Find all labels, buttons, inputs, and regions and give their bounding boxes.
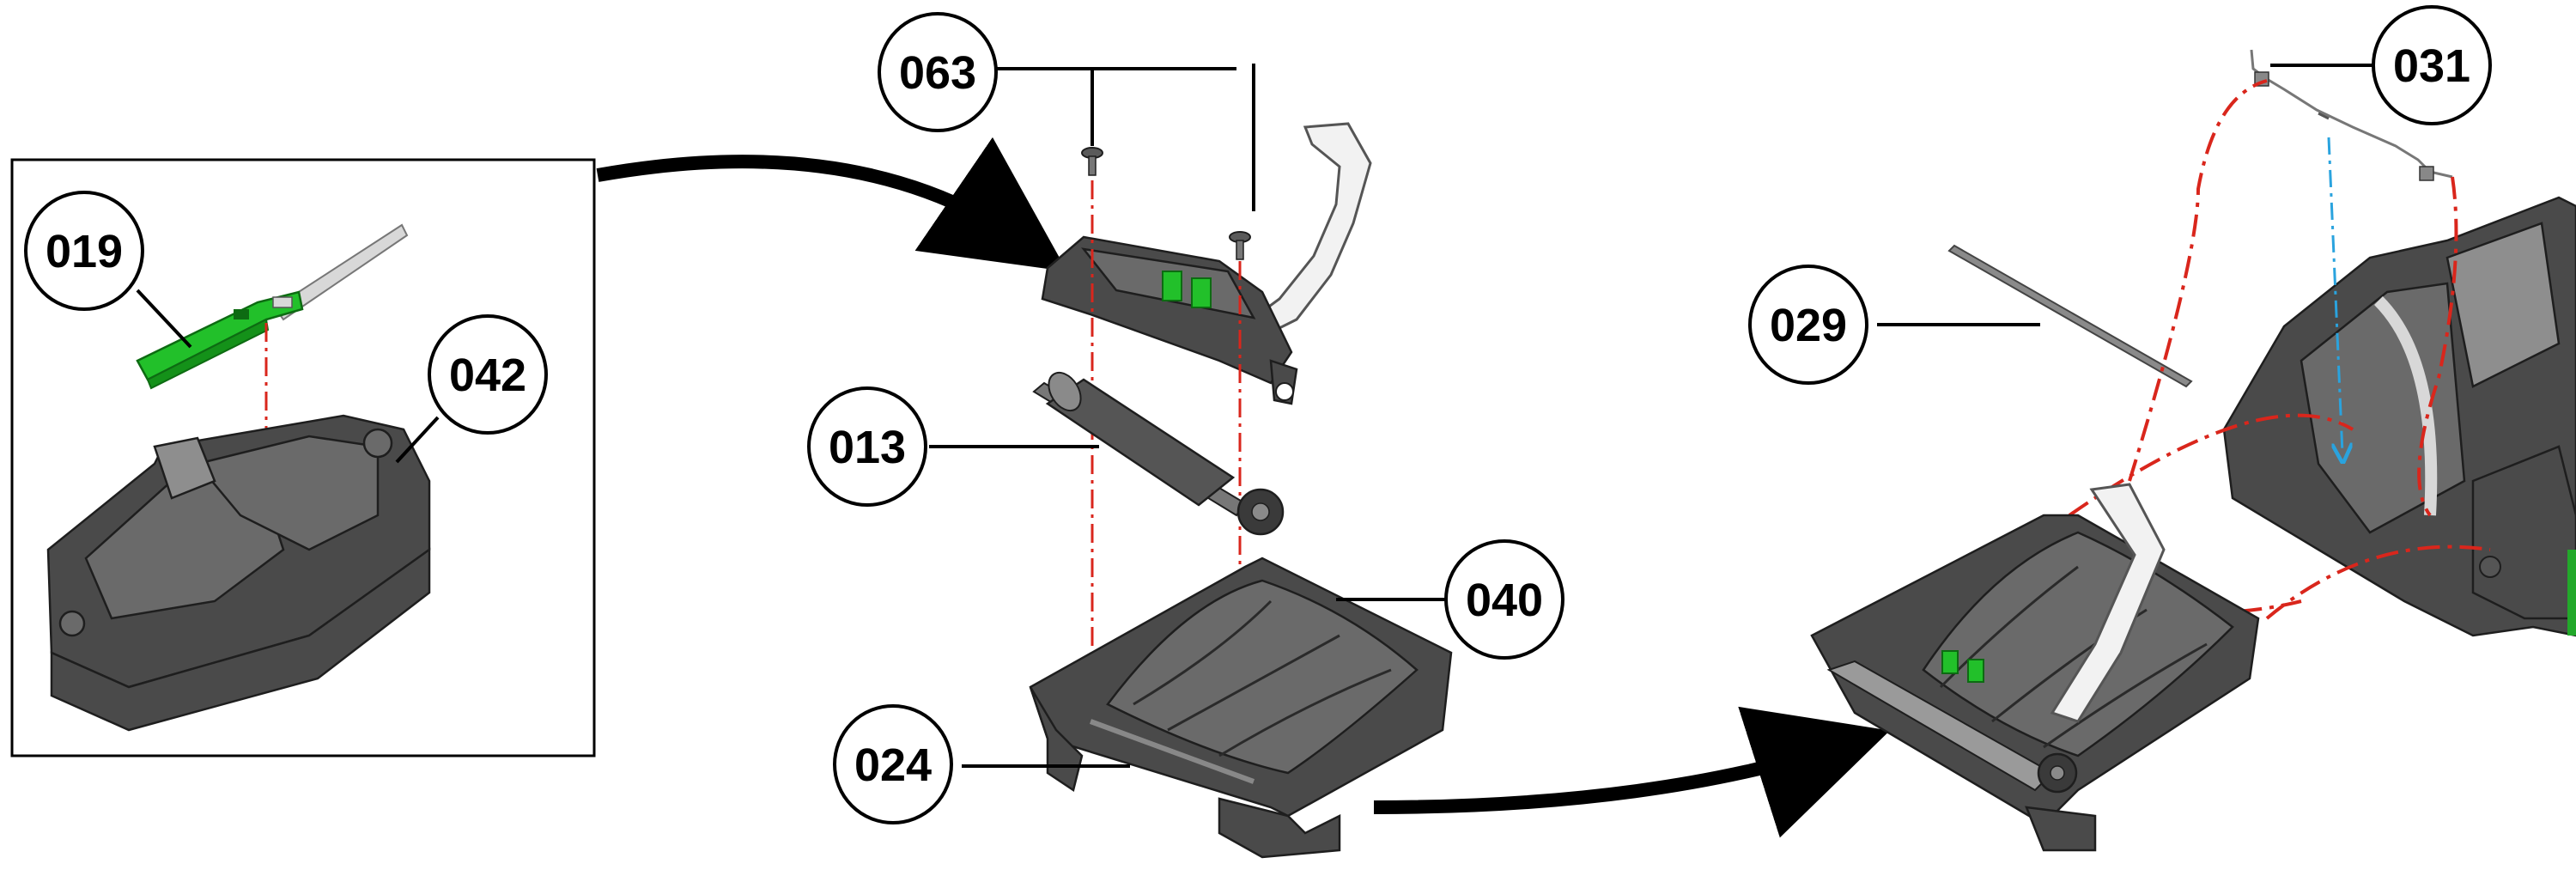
inset-detail-box: 019 042 <box>10 158 596 757</box>
insertion-path-upper <box>2068 413 2354 517</box>
callout-042: 042 <box>428 314 548 435</box>
callout-063: 063 <box>878 12 998 132</box>
sensor-board-019 <box>136 290 304 390</box>
callout-029-label: 029 <box>1770 300 1847 351</box>
flow-arrow-assembly-to-printer <box>1373 706 1890 838</box>
callout-013-label: 013 <box>829 422 906 473</box>
screw-063-left <box>1081 147 1103 176</box>
callout-029: 029 <box>1748 265 1868 385</box>
callout-024: 024 <box>833 704 953 824</box>
screw-063-right <box>1229 231 1251 260</box>
insertion-path-left <box>2128 79 2268 482</box>
callout-040-label: 040 <box>1466 575 1543 626</box>
callout-019-label: 019 <box>46 226 123 277</box>
spring-alignment-line <box>2327 137 2342 453</box>
roller-013 <box>1032 371 1285 536</box>
insertion-path-right <box>2417 176 2458 517</box>
rod-029 <box>1947 244 2193 388</box>
callout-031-label: 031 <box>2393 40 2470 92</box>
printer-chassis <box>2222 196 2576 637</box>
callout-063-label: 063 <box>899 47 976 99</box>
insertion-path-bottom <box>2265 545 2491 620</box>
tray-assembly-inserted <box>1810 483 2260 852</box>
callout-024-label: 024 <box>854 739 932 791</box>
leader-042 <box>395 416 440 464</box>
leader-019 <box>136 289 192 349</box>
callout-042-label: 042 <box>449 350 526 401</box>
housing-042 <box>46 414 431 732</box>
callout-031: 031 <box>2372 5 2492 125</box>
callout-019: 019 <box>24 191 144 311</box>
callout-013: 013 <box>807 386 927 507</box>
callout-063-leader <box>996 64 1255 211</box>
paper-tray-040 <box>1029 557 1453 859</box>
flow-arrow-inset-to-assembly <box>596 137 1067 272</box>
callout-040: 040 <box>1444 539 1564 660</box>
sensor-bracket-top <box>1041 235 1298 405</box>
